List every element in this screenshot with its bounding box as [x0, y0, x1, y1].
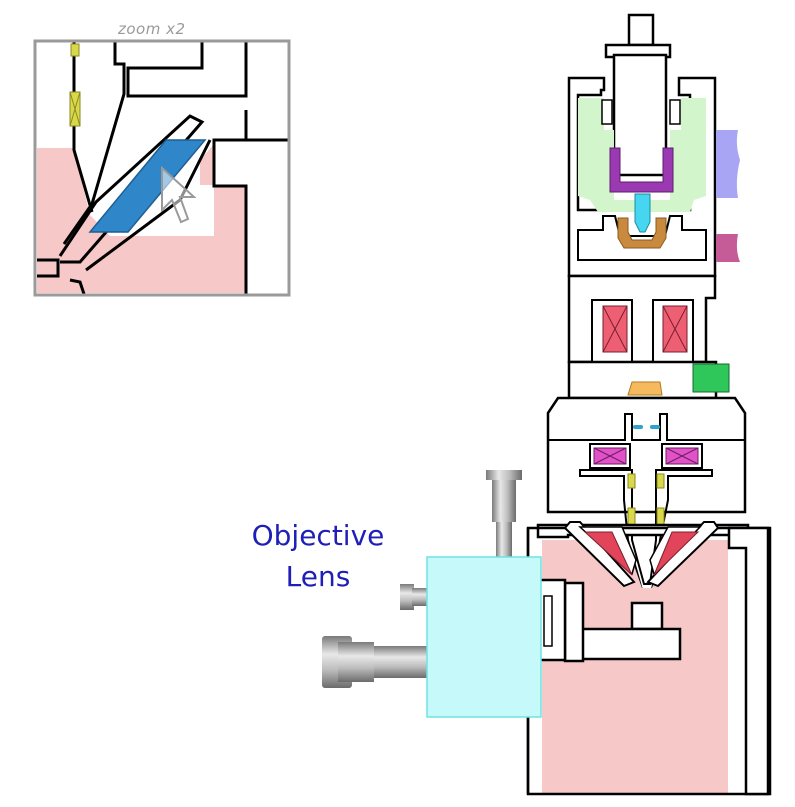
objective-coil-left — [583, 531, 633, 576]
sample-stage — [578, 627, 682, 661]
condenser-section — [567, 274, 717, 397]
condenser-coil-left — [602, 305, 628, 353]
zoom-inset — [33, 39, 291, 297]
cursor-arrow-icon — [161, 165, 197, 224]
objective-lens-label-line2: Lens — [285, 560, 351, 593]
objective-lens-callout-box — [426, 556, 542, 718]
scan-coil-right — [661, 443, 703, 469]
lower-column — [546, 396, 747, 591]
inset-chamber-fill — [37, 148, 160, 293]
gun-housing — [567, 76, 717, 294]
sample-stage-post — [630, 601, 664, 631]
rod-top — [627, 13, 655, 47]
wehnelt-cap — [609, 147, 674, 193]
port-magenta — [716, 234, 740, 262]
inset-detector-highlight — [88, 139, 207, 233]
inset-deflector-mid — [69, 91, 81, 127]
emitter-tip — [634, 193, 651, 233]
objective-lens-label: Objective Lens — [228, 515, 408, 597]
aperture — [627, 381, 663, 396]
scan-coil-left — [589, 443, 631, 469]
objective-coil-right — [653, 531, 700, 576]
condenser-coil-right — [662, 305, 688, 353]
port-blue — [716, 130, 740, 198]
zoom-label: zoom x2 — [118, 20, 186, 38]
port-green — [692, 363, 730, 393]
specimen-chamber — [526, 521, 772, 796]
column — [526, 13, 772, 796]
suppressor — [617, 217, 667, 249]
inset-deflector-top — [70, 43, 80, 57]
inset-frame — [33, 39, 291, 297]
gun-shaft — [612, 53, 668, 177]
detector-assembly — [322, 470, 522, 688]
objective-lens-label-line1: Objective — [251, 519, 385, 552]
deflectors — [627, 473, 665, 527]
